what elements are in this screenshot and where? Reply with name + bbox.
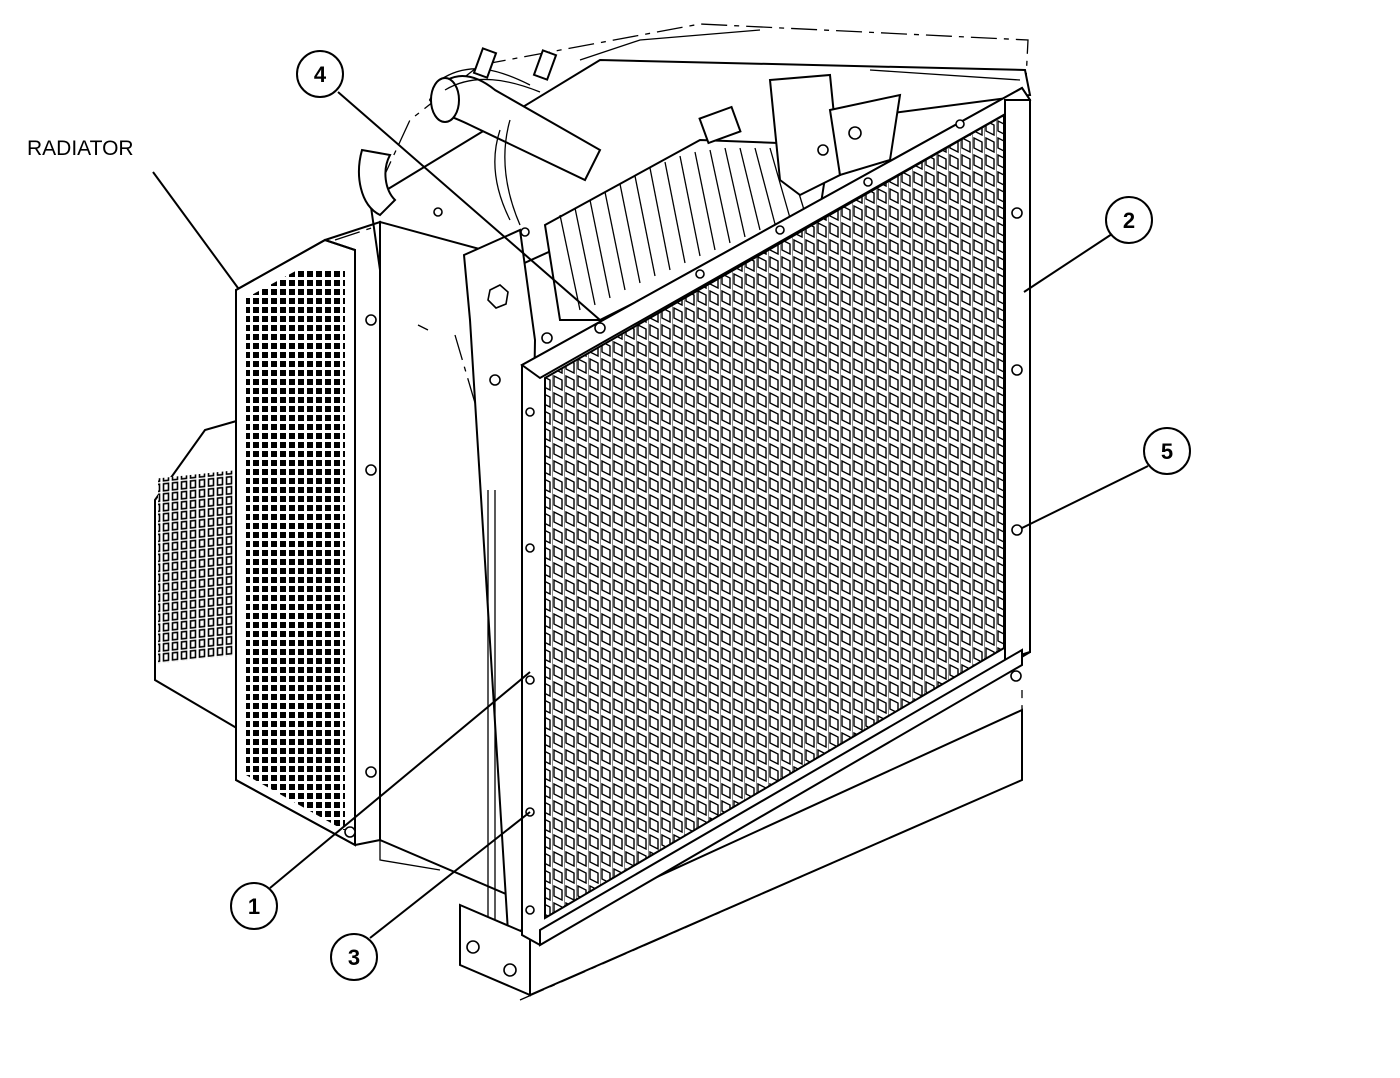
- side-fan-guard: [235, 220, 381, 847]
- radiator-label: RADIATOR: [27, 137, 134, 160]
- callout-2-circle: [1105, 196, 1153, 244]
- bottom-base-bracket: [459, 670, 1023, 997]
- callout-2-leader: [1023, 233, 1113, 293]
- callout-1-circle: [230, 882, 278, 930]
- callout-1: 1: [230, 671, 531, 930]
- callout-3-circle: [330, 933, 378, 981]
- callout-4-circle: [296, 50, 344, 98]
- callout-3-leader: [369, 811, 531, 939]
- radiator-leader-line: [152, 171, 239, 289]
- callout-4-number: 4: [314, 62, 327, 87]
- callout-1-leader: [269, 671, 531, 889]
- callout-5-leader: [1021, 465, 1149, 529]
- callout-3: 3: [330, 811, 531, 981]
- callout-3-number: 3: [348, 945, 360, 970]
- callout-1-number: 1: [248, 894, 260, 919]
- radiator-label-group: RADIATOR: [27, 137, 239, 289]
- lower-fan-guard: [154, 418, 241, 732]
- callout-2: 2: [1023, 196, 1153, 293]
- callout-5: 5: [1021, 427, 1191, 529]
- callout-4: 4: [296, 50, 601, 321]
- callout-4-leader: [337, 91, 601, 321]
- callout-5-number: 5: [1161, 439, 1173, 464]
- callout-5-circle: [1143, 427, 1191, 475]
- callout-2-number: 2: [1123, 208, 1135, 233]
